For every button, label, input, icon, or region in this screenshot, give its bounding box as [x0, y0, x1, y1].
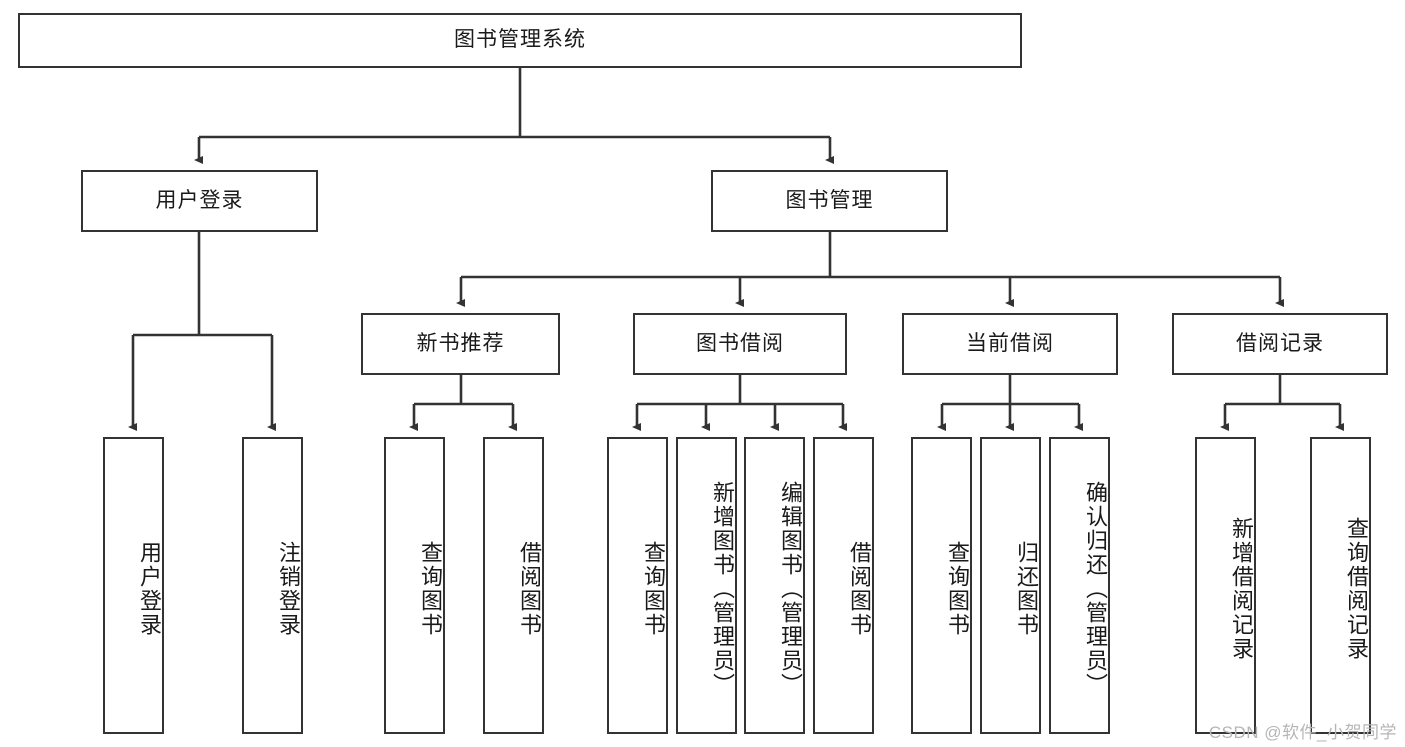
node-borrow-records[interactable]: 借阅记录 [1172, 313, 1388, 375]
node-label: 注销登录 [276, 540, 301, 637]
node-label: 新书推荐 [416, 331, 505, 355]
node-label: 新增借阅记录 [1229, 516, 1254, 661]
leaf-new-book-query[interactable]: 查询图书 [384, 437, 445, 734]
leaf-borrow-records-add[interactable]: 新增借阅记录 [1195, 437, 1256, 734]
leaf-user-login-logout[interactable]: 注销登录 [242, 437, 303, 734]
node-label: 图书借阅 [696, 331, 784, 355]
node-label: 查询图书 [418, 540, 443, 637]
node-label: 查询借阅记录 [1344, 516, 1369, 661]
leaf-borrow-records-query[interactable]: 查询借阅记录 [1310, 437, 1371, 734]
node-book-borrow[interactable]: 图书借阅 [633, 313, 847, 375]
leaf-current-borrow-query[interactable]: 查询图书 [911, 437, 972, 734]
node-root-book-management-system[interactable]: 图书管理系统 [18, 13, 1022, 68]
csdn-watermark: CSDN @软件_小贺同学 [1208, 723, 1397, 742]
node-user-login[interactable]: 用户登录 [81, 170, 318, 232]
node-label: 图书管理系统 [454, 28, 586, 52]
node-label: 用户登录 [155, 188, 244, 212]
node-label: 当前借阅 [966, 331, 1054, 355]
node-label: 图书管理 [785, 188, 874, 212]
node-new-book-recommend[interactable]: 新书推荐 [361, 313, 560, 375]
leaf-book-borrow-query[interactable]: 查询图书 [607, 437, 668, 734]
node-label: 确认归还（管理员） [1083, 480, 1108, 697]
node-label: 借阅图书 [847, 540, 872, 637]
node-label: 借阅记录 [1236, 331, 1324, 355]
node-book-management[interactable]: 图书管理 [711, 170, 948, 232]
leaf-current-borrow-confirm-return-admin[interactable]: 确认归还（管理员） [1049, 437, 1110, 734]
leaf-book-borrow-borrow[interactable]: 借阅图书 [813, 437, 874, 734]
node-label: 新增图书（管理员） [710, 480, 735, 697]
node-label: 编辑图书（管理员） [778, 480, 803, 697]
leaf-current-borrow-return[interactable]: 归还图书 [980, 437, 1041, 734]
leaf-user-login-login[interactable]: 用户登录 [103, 437, 164, 734]
node-label: 查询图书 [641, 540, 666, 637]
leaf-book-borrow-edit-admin[interactable]: 编辑图书（管理员） [744, 437, 805, 734]
node-label: 归还图书 [1014, 540, 1039, 637]
node-current-borrow[interactable]: 当前借阅 [902, 313, 1118, 375]
leaf-new-book-borrow[interactable]: 借阅图书 [483, 437, 544, 734]
leaf-book-borrow-add-admin[interactable]: 新增图书（管理员） [676, 437, 737, 734]
node-label: 查询图书 [945, 540, 970, 637]
node-label: 借阅图书 [517, 540, 542, 637]
node-label: 用户登录 [137, 540, 162, 637]
